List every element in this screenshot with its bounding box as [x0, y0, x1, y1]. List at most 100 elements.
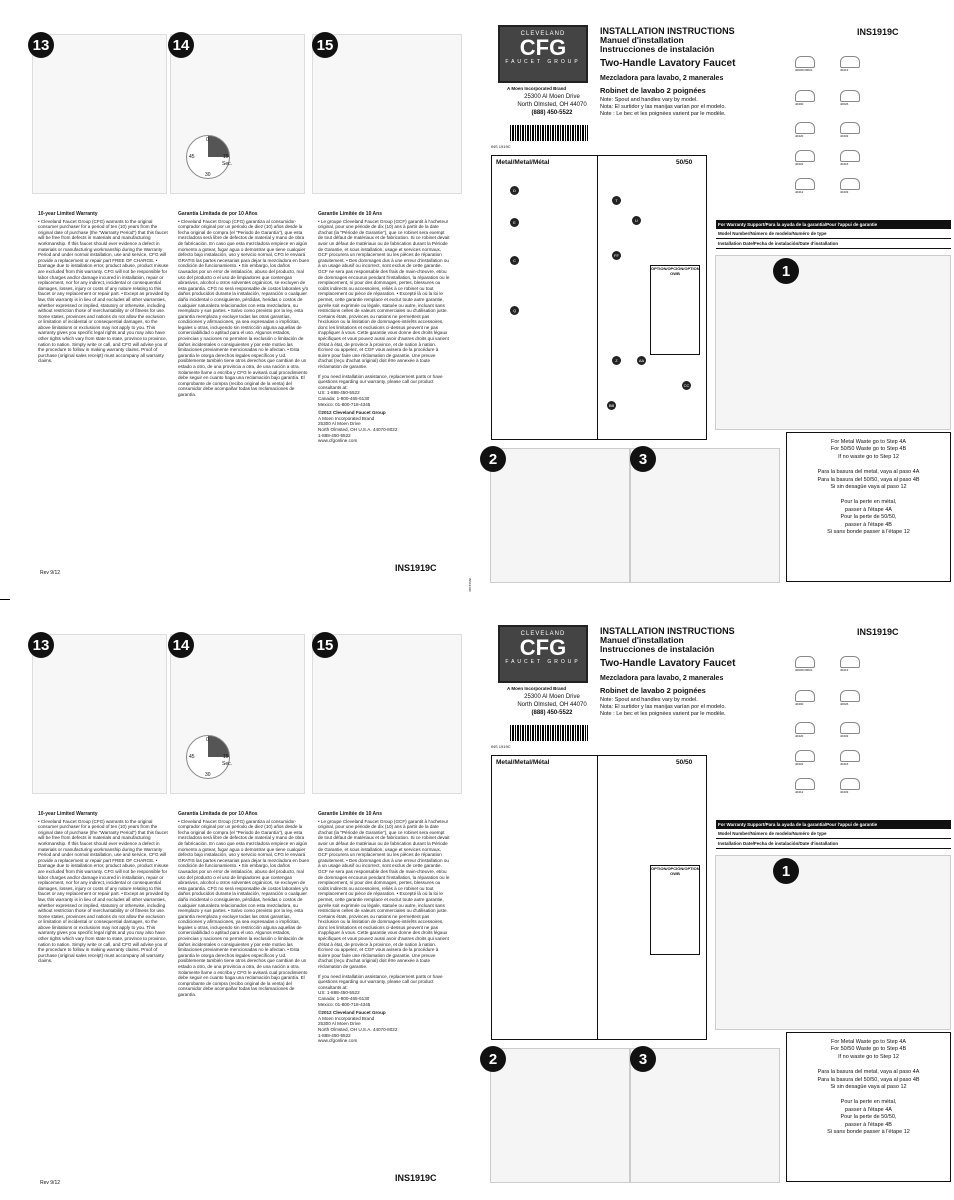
parts-metal-label: Metal/Metal/Métal — [496, 159, 550, 166]
model-item: 40422 — [795, 750, 815, 766]
copyright: ©2012 Cleveland Faucet Group — [318, 1010, 386, 1016]
model-label: 40000/40001 — [795, 68, 813, 72]
faucet-icon — [840, 778, 860, 790]
ins-code-left: INS1919C — [395, 563, 437, 573]
warranty-table-model: Model Number/Número de modelo/Numéro de … — [716, 229, 951, 239]
header-product-fr: Robinet de lavabo 2 poignées — [600, 686, 706, 695]
faucet-icon — [795, 778, 815, 790]
warranty-es-title: Garantía Limitada de por 10 Años — [178, 211, 258, 217]
waste-fr-4: passer à l'étape 4B — [845, 521, 892, 528]
model-item: 40026 — [840, 90, 860, 106]
header: INSTALLATION INSTRUCTIONS Manuel d'insta… — [600, 626, 900, 718]
contact-us: US: 1-888-450-5522 — [318, 390, 360, 396]
faucet-icon — [795, 656, 815, 668]
waste-es-2: Para la basura del 50/50, vaya al paso 4… — [817, 1076, 920, 1083]
model-item: 40413 — [840, 656, 860, 672]
warranty-table-date: Installation Date/Fecha de instalación/D… — [716, 839, 951, 849]
model-label: 40420 — [795, 734, 804, 738]
step1-illustration — [715, 255, 951, 430]
cfg-logo: CLEVELAND CFG FAUCET GROUP — [498, 25, 588, 83]
faucet-icon — [795, 122, 815, 134]
waste-fr-2: passer à l'étape 4A — [845, 506, 892, 513]
ins-code-right: INS1919C — [857, 27, 899, 37]
faucet-icon — [840, 122, 860, 134]
logo-top: CLEVELAND — [520, 31, 566, 37]
brand-tag: A Moen Incorporated Brand — [507, 686, 567, 691]
timer-15: 15 — [223, 754, 229, 760]
header-product: Two-Handle Lavatory Faucet — [600, 658, 736, 669]
warranty-table-head: For Warranty Support/Para la ayuda de la… — [716, 820, 951, 829]
option-box: OPTION/OPCIÓN/OPTION OWB — [650, 265, 700, 355]
model-item: 40416 — [840, 150, 860, 166]
barcode-code: INS 1919C — [491, 744, 511, 749]
part-tag: E — [510, 218, 519, 227]
side-code: INS1919C — [468, 578, 472, 592]
faucet-icon — [795, 690, 815, 702]
model-item: 40412 — [795, 178, 815, 194]
faucet-icon — [840, 56, 860, 68]
header-note2: Nota: El surtidor y las manijas varían p… — [600, 104, 726, 110]
header-note3: Note : Le bec et les poignées varient pa… — [600, 111, 726, 117]
option-box: OPTION/OPCIÓN/OPTION OWB — [650, 865, 700, 955]
model-item: 40432 — [840, 722, 860, 738]
faucet-icon — [840, 90, 860, 102]
model-label: 40422 — [795, 162, 804, 166]
model-item: 40420 — [795, 122, 815, 138]
warranty-table: For Warranty Support/Para la ayuda de la… — [716, 820, 951, 849]
waste-en-3: If no waste go to Step 12 — [838, 453, 899, 460]
header-product-es: Mezcladora para lavabo, 2 manerales — [600, 675, 724, 682]
contact-intro: If you need installation assistance, rep… — [318, 973, 443, 990]
model-label: 40433 — [840, 190, 849, 194]
warranty-en-body: • Cleveland Faucet Group (CFG) warrants … — [38, 818, 170, 964]
model-label: 40412 — [795, 790, 804, 794]
logo-bottom: FAUCET GROUP — [505, 659, 581, 665]
model-item: 40432 — [840, 122, 860, 138]
contact-a3: North Olmsted, OH U.S.A. 44070-8022 — [318, 426, 398, 432]
waste-en-3: If no waste go to Step 12 — [838, 1053, 899, 1060]
faucet-icon — [840, 178, 860, 190]
waste-es-1: Para la basura del metal, vaya al paso 4… — [817, 469, 920, 476]
header: INSTALLATION INSTRUCTIONS Manuel d'insta… — [600, 26, 900, 118]
model-label: 40000/40001 — [795, 668, 813, 672]
waste-es-3: Si sin desagüe vaya al paso 12 — [830, 484, 907, 491]
header-product: Two-Handle Lavatory Faucet — [600, 58, 736, 69]
part-tag: AA — [637, 356, 646, 365]
waste-fr-1: Pour la perte en métal, — [840, 1099, 897, 1106]
model-item: 40026 — [840, 690, 860, 706]
address-line2: North Olmsted, OH 44070 — [517, 102, 587, 108]
model-label: 40420 — [795, 134, 804, 138]
faucet-icon — [840, 656, 860, 668]
waste-fr-3: Pour la perte de 50/50, — [840, 1114, 897, 1121]
logo-bottom: FAUCET GROUP — [505, 59, 581, 65]
revision: Rev 9/12 — [40, 1180, 61, 1186]
faucet-icon — [795, 750, 815, 762]
warranty-table-model: Model Number/Número de modelo/Numéro de … — [716, 829, 951, 839]
contact-a1: A Moen Incorporated Brand — [318, 415, 375, 421]
warranty-en-title: 10-year Limited Warranty — [38, 811, 98, 817]
warranty-table: For Warranty Support/Para la ayuda de la… — [716, 220, 951, 249]
contact-ca: Canada: 1-800-465-6130 — [318, 396, 370, 401]
waste-en-2: For 50/50 Waste go to Step 4B — [830, 446, 907, 453]
cfg-logo: CLEVELAND CFG FAUCET GROUP — [498, 625, 588, 683]
header-fr: Manuel d'installation — [600, 635, 684, 645]
part-tag: U — [632, 216, 641, 225]
faucet-icon — [840, 690, 860, 702]
waste-fr-1: Pour la perte en métal, — [840, 499, 897, 506]
step-3-badge: 3 — [630, 446, 656, 472]
faucet-icon — [840, 750, 860, 762]
timer-sec: Sec. — [222, 761, 233, 767]
step-2-badge: 2 — [480, 1046, 506, 1072]
model-item: 40412 — [795, 778, 815, 794]
brand-tag: A Moen Incorporated Brand — [507, 86, 567, 91]
warranty-es-title: Garantía Limitada de por 10 Años — [178, 811, 258, 817]
barcode — [510, 125, 588, 141]
step-1-badge: 1 — [773, 258, 799, 284]
waste-es-3: Si sin desagüe vaya al paso 12 — [830, 1084, 907, 1091]
model-item: 40422 — [795, 150, 815, 166]
faucet-icon — [840, 722, 860, 734]
model-item: 40000/40001 — [795, 56, 815, 72]
waste-fr-3: Pour la perte de 50/50, — [840, 514, 897, 521]
waste-instructions: For Metal Waste go to Step 4A For 50/50 … — [786, 432, 951, 582]
option-label: OPTION/OPCIÓN/OPTION OWB — [651, 266, 700, 276]
header-note3: Note : Le bec et les poignées varient pa… — [600, 711, 726, 717]
